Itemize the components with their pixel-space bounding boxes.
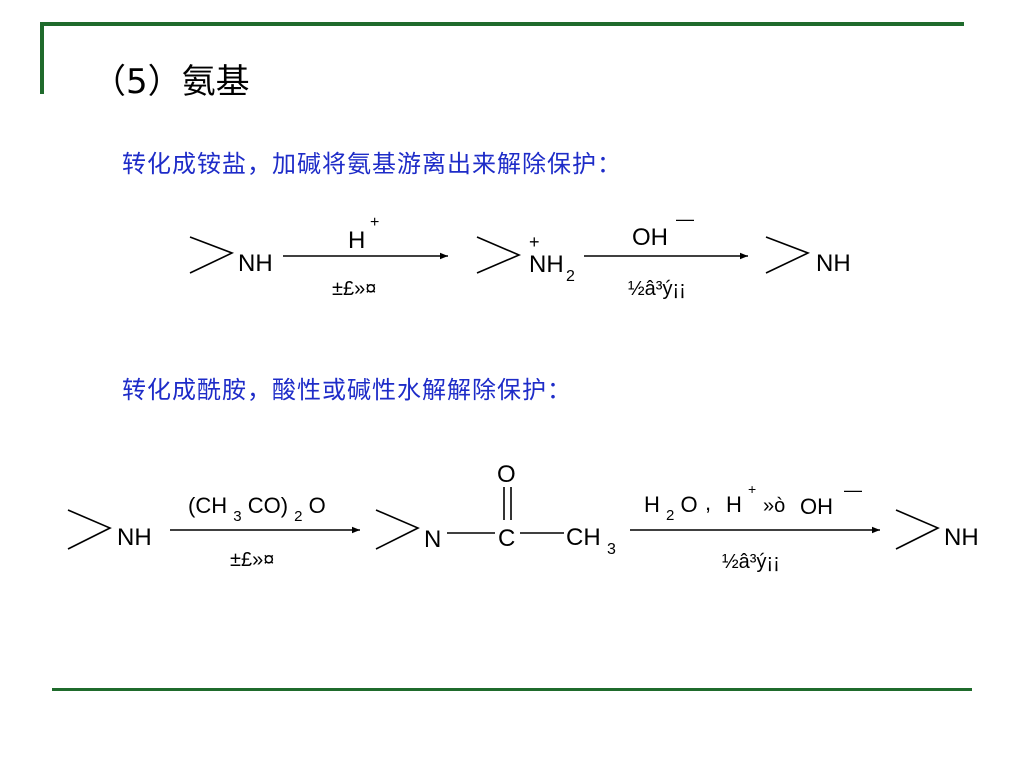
scheme2-step2-H-charge: + xyxy=(748,481,756,497)
scheme2-step2-comma: , xyxy=(705,490,711,515)
scheme1-amine-bond xyxy=(189,236,235,274)
scheme2-amine-label: NH xyxy=(117,524,152,551)
scheme1-step1-charge: + xyxy=(370,214,379,231)
scheme2-step1-reagent: (CH 3 CO) 2 O xyxy=(188,493,326,526)
scheme1-product-label: NH xyxy=(816,250,851,277)
scheme2-step2-H: H xyxy=(726,492,742,517)
reagent-part: (CH xyxy=(188,493,227,518)
scheme2-methyl-subscript: 3 xyxy=(607,541,616,558)
top-rule xyxy=(40,22,964,26)
scheme2-step2-condition: ½â³ý¡¡ xyxy=(722,551,780,573)
scheme2-amide-C: C xyxy=(498,525,515,552)
left-rule xyxy=(40,22,44,94)
scheme2-amide-bond xyxy=(375,509,420,550)
bottom-rule xyxy=(52,688,972,691)
scheme2-step2-OH-charge: — xyxy=(844,480,862,500)
scheme2-step2-or: »ò xyxy=(763,495,785,517)
reagent-part: CO) xyxy=(248,493,288,518)
scheme1-ammonium-label: NH xyxy=(529,251,564,278)
scheme2-amide-N: N xyxy=(424,526,441,553)
scheme2-product-bond xyxy=(895,509,940,550)
scheme1-description: 转化成铵盐，加碱将氨基游离出来解除保护： xyxy=(122,150,622,178)
scheme1-step2-charge: — xyxy=(676,209,694,229)
scheme1-ammonium-subscript: 2 xyxy=(566,268,575,285)
scheme2-amide-O: O xyxy=(497,461,516,488)
scheme1-product-bond xyxy=(765,236,811,274)
scheme1-ammonium-charge: + xyxy=(529,232,540,252)
scheme1-amine-label: NH xyxy=(238,250,273,277)
scheme1: NH H + ±£»¤ + NH 2 OH — ½â³ý¡¡ NH xyxy=(189,209,851,300)
scheme2-description: 转化成酰胺，酸性或碱性水解解除保护： xyxy=(122,376,572,404)
water-part: O xyxy=(680,492,697,517)
scheme2-step2-OH: OH xyxy=(800,494,833,519)
scheme1-step1-reagent: H xyxy=(348,227,365,254)
scheme1-step1-condition: ±£»¤ xyxy=(332,278,376,300)
scheme1-step2-reagent: OH xyxy=(632,224,668,251)
scheme1-step2-condition: ½â³ý¡¡ xyxy=(628,278,686,300)
scheme2-amine-bond xyxy=(67,509,112,550)
slide-title: （5）氨基 xyxy=(92,62,250,102)
scheme2-step2-water: H 2 O xyxy=(644,492,698,525)
reagent-sub: 3 xyxy=(233,508,241,525)
scheme2-step1-condition: ±£»¤ xyxy=(230,549,274,571)
water-part: H xyxy=(644,492,660,517)
scheme1-ammonium-bond xyxy=(476,236,522,274)
scheme2: NH (CH 3 CO) 2 O ±£»¤ N C O CH 3 H 2 O ,… xyxy=(67,461,979,573)
water-sub: 2 xyxy=(666,507,674,524)
reagent-sub: 2 xyxy=(294,508,302,525)
scheme2-product-label: NH xyxy=(944,524,979,551)
reagent-part: O xyxy=(309,493,326,518)
scheme2-methyl: CH xyxy=(566,524,601,551)
